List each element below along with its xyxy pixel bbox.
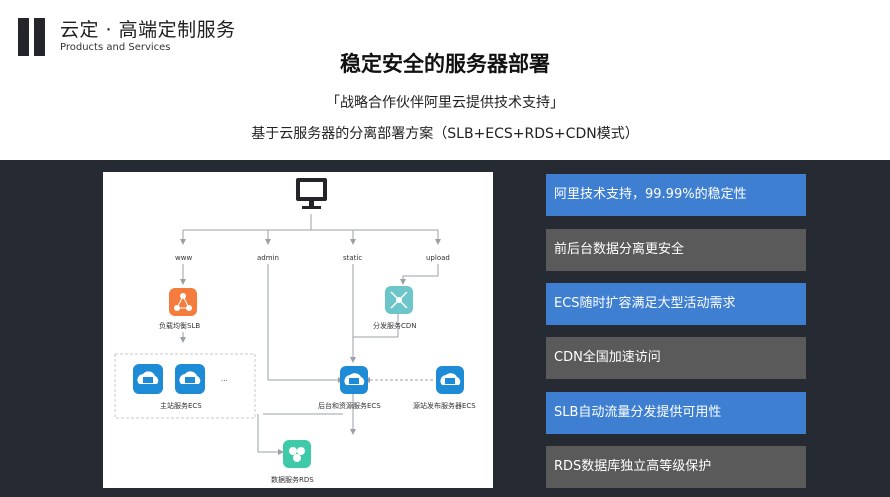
architecture-diagram: www admin static upload 负载均衡SLB 分发服务CDN (103, 172, 493, 488)
logo-bar-left (18, 18, 29, 56)
rds-icon (283, 440, 311, 468)
feature-item: SLB自动流量分发提供可用性 (546, 392, 806, 434)
feature-item: 阿里技术支持，99.99%的稳定性 (546, 174, 806, 216)
feature-item: CDN全国加速访问 (546, 337, 806, 379)
source-ecs-label: 源站发布服务器ECS (413, 401, 476, 410)
ecs-icon (340, 366, 368, 394)
rds-label: 数据服务RDS (271, 475, 314, 484)
route-upload: upload (426, 254, 450, 262)
cdn-label: 分发服务CDN (373, 321, 417, 330)
route-www: www (175, 254, 192, 262)
slb-icon (169, 288, 197, 316)
route-admin: admin (257, 254, 279, 262)
feature-item: RDS数据库独立高等级保护 (546, 446, 806, 488)
architecture-svg: www admin static upload 负载均衡SLB 分发服务CDN (114, 178, 476, 484)
page-title: 稳定安全的服务器部署 (340, 52, 550, 76)
partner-line: 「战略合作伙伴阿里云提供技术支持」 (326, 95, 564, 111)
feature-item: 前后台数据分离更安全 (546, 229, 806, 271)
routing-lines (180, 214, 441, 455)
more-ecs-ellipsis: ... (221, 375, 228, 383)
ecs-icon (133, 364, 163, 394)
route-static: static (343, 254, 362, 262)
backend-ecs-label: 后台和资源服务ECS (318, 401, 381, 410)
ecs-icon (175, 364, 205, 394)
feature-item: ECS随时扩容满足大型活动需求 (546, 283, 806, 325)
main-ecs-group (114, 353, 256, 419)
main-ecs-label: 主站服务ECS (160, 401, 202, 410)
ecs-icon (436, 366, 464, 394)
logo-bar-right (34, 18, 45, 56)
brand-subtitle: Products and Services (60, 42, 171, 53)
monitor-icon (296, 178, 327, 209)
cdn-icon (385, 286, 413, 314)
scheme-line: 基于云服务器的分离部署方案（SLB+ECS+RDS+CDN模式） (251, 126, 639, 142)
header: 云定 · 高端定制服务 Products and Services 稳定安全的服… (0, 0, 890, 160)
slb-label: 负载均衡SLB (159, 321, 200, 330)
brand-title: 云定 · 高端定制服务 (60, 19, 236, 41)
